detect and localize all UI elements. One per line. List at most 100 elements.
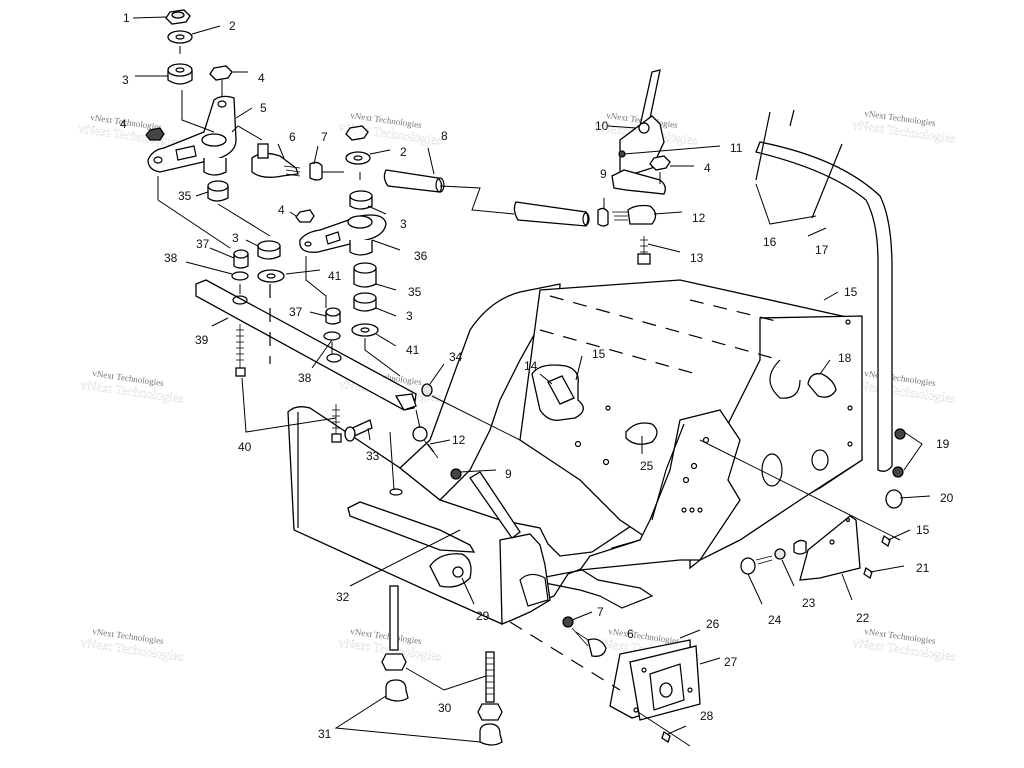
- arm-hole: [153, 156, 163, 164]
- front-nose-plate: [499, 533, 551, 625]
- assembly-line: [539, 329, 701, 376]
- callout-8: 8: [441, 129, 448, 143]
- arm-slot: [175, 145, 197, 161]
- nut-4: [209, 65, 233, 81]
- tie-rod-threads: [612, 211, 628, 221]
- bushing-37b-top: [325, 307, 341, 317]
- callout-15: 15: [916, 523, 930, 537]
- steering-post-assembly[interactable]: [597, 69, 671, 265]
- bulkhead-large-hole: [761, 453, 783, 487]
- assembly-line: [699, 439, 901, 541]
- bottom-hardware[interactable]: [334, 585, 701, 747]
- callout-4: 4: [258, 71, 265, 85]
- steering-arm-5: [147, 95, 237, 173]
- mount-bolt-head: [452, 566, 464, 578]
- assembly-line: [509, 621, 621, 691]
- nut-19a: [894, 428, 906, 440]
- callout-25: 25: [640, 459, 654, 473]
- spacer: [793, 539, 807, 555]
- callout-28: 28: [700, 709, 714, 723]
- assembly-line: [367, 427, 371, 441]
- bolt-40a-head: [235, 367, 246, 377]
- tie-rod-end-12b: [627, 204, 657, 225]
- arm-hole: [304, 241, 312, 247]
- callout-36: 36: [414, 249, 428, 263]
- callout-33: 33: [366, 449, 380, 463]
- watermark: vNext Technologies vNext Technologies: [79, 368, 185, 406]
- tie-rod-end-6b: [587, 638, 607, 657]
- assembly-line: [231, 125, 263, 141]
- assembly-line: [157, 199, 231, 249]
- bulkhead-notch: [769, 359, 801, 399]
- right-side-wall: [578, 409, 741, 571]
- tie-rod-tube-8b: [513, 201, 589, 227]
- link-hole: [232, 295, 248, 305]
- callout-29: 29: [476, 609, 490, 623]
- callout-14: 14: [524, 359, 538, 373]
- watermark: vNext Technologies vNext Technologies: [77, 112, 183, 150]
- lock-washer-23: [774, 548, 786, 560]
- assembly-line: [181, 90, 215, 133]
- callout-27: 27: [724, 655, 738, 669]
- frame-hole: [847, 405, 853, 411]
- frame-hole: [574, 440, 582, 448]
- lock-washer-34: [421, 383, 433, 397]
- washer-2b: [345, 151, 371, 165]
- side-wall-bend: [651, 423, 685, 521]
- steering-arm-lower: [611, 169, 666, 195]
- flange-nut-31a: [385, 679, 409, 702]
- post-bolt-10: [638, 122, 650, 134]
- plug-20: [885, 489, 903, 509]
- callout-39: 39: [195, 333, 209, 347]
- frame-hole: [602, 458, 610, 466]
- callout-1: 1: [123, 11, 130, 25]
- spacer-3-top: [167, 63, 193, 77]
- assembly-line: [305, 256, 327, 308]
- strap-16a-top: [789, 109, 795, 127]
- tube-end: [582, 212, 590, 226]
- callout-19: 19: [936, 437, 950, 451]
- washer-2-hole: [175, 34, 185, 40]
- arm-hole: [217, 100, 227, 108]
- nut-19b: [892, 466, 904, 478]
- nut-4e: [649, 155, 671, 171]
- callout-11: 11: [730, 141, 743, 155]
- jam-nut-7b: [562, 616, 574, 628]
- callout-7: 7: [321, 130, 328, 144]
- arm-boss-shaft: [203, 158, 227, 176]
- rivet-28: [661, 730, 671, 744]
- callout-15: 15: [844, 285, 858, 299]
- callout-bracket: [755, 183, 817, 225]
- steering-linkage[interactable]: [145, 9, 590, 496]
- callout-4: 4: [278, 203, 285, 217]
- flange-nut-31b: [479, 723, 503, 746]
- assembly-line: [241, 377, 337, 433]
- tie-rod-threads: [283, 165, 301, 177]
- frame-hole: [697, 507, 703, 513]
- bushing-37a-top: [233, 249, 249, 259]
- callout-3: 3: [406, 309, 413, 323]
- assembly-line: [431, 395, 521, 441]
- jam-nut-9a: [450, 468, 462, 480]
- watermark: vNext Technologies vNext Technologies: [851, 626, 957, 664]
- idler-boss-shaft: [349, 240, 373, 256]
- callout-5: 5: [260, 101, 267, 115]
- tie-rod-threads: [571, 627, 589, 647]
- front-frame-bulkhead[interactable]: [287, 279, 901, 625]
- tie-rod-end-12a: [412, 426, 428, 442]
- bolt-33-head: [344, 426, 356, 442]
- callout-9: 9: [505, 467, 512, 481]
- assembly-line: [217, 203, 271, 237]
- steering-loop[interactable]: [755, 109, 923, 509]
- frame-hole: [681, 507, 687, 513]
- bolt-13-head: [637, 253, 651, 265]
- bolt-24-threads: [755, 555, 773, 565]
- assembly-line: [549, 295, 781, 361]
- strap-16a: [755, 111, 771, 181]
- washer-hole: [266, 273, 276, 279]
- callout-24: 24: [768, 613, 782, 627]
- steering-post-bracket: [469, 471, 521, 539]
- callout-40: 40: [238, 440, 252, 454]
- mount-plate-assembly[interactable]: [740, 515, 891, 581]
